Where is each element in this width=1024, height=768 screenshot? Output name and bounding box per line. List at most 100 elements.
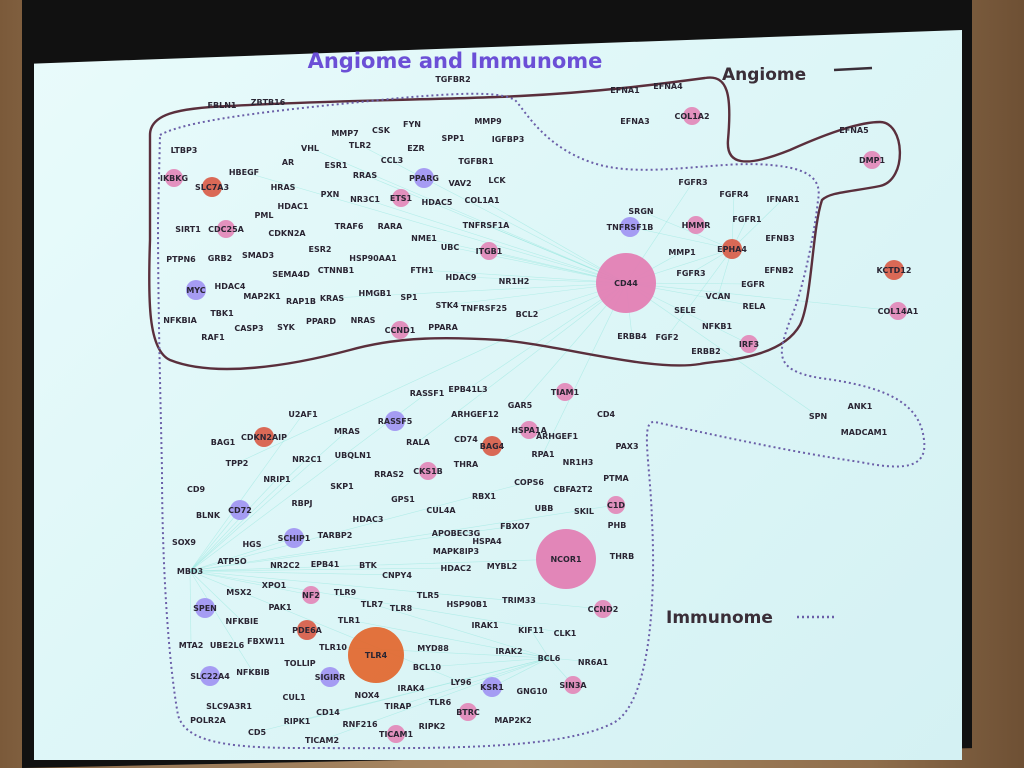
node-label: GRB2 <box>208 254 232 263</box>
node-label: HDAC3 <box>353 515 384 524</box>
node-ccl3: CCL3 <box>381 156 403 165</box>
node-label: PPARD <box>306 317 336 326</box>
node-circle-hmmr <box>687 216 705 234</box>
node-ubqln1: UBQLN1 <box>335 451 372 460</box>
legend-immunome-label: Immunome <box>666 608 773 628</box>
node-gar5: GAR5 <box>508 401 533 410</box>
node-label: PML <box>255 211 274 220</box>
edge-37 <box>189 525 516 572</box>
edge-46 <box>189 570 192 646</box>
node-label: IRAK1 <box>471 621 499 630</box>
node-fgfr3: FGFR3 <box>676 269 705 278</box>
node-label: TNFRSF25 <box>461 304 508 313</box>
node-epb41: EPB41 <box>311 560 340 569</box>
node-nfkbia: NFKBIA <box>163 316 197 325</box>
node-egfr: EGFR <box>741 280 765 289</box>
node-label: SIGIRR <box>315 673 346 682</box>
node-label: RNF216 <box>342 720 377 729</box>
node-map2k1: MAP2K1 <box>243 292 281 301</box>
node-label: HSP90AA1 <box>349 254 397 263</box>
edge-69 <box>666 248 733 338</box>
node-cd9: CD9 <box>187 485 206 494</box>
node-circle-epha4 <box>722 239 742 259</box>
node-traf6: TRAF6 <box>335 222 364 231</box>
node-label: CD72 <box>228 506 252 515</box>
node-label: PPARA <box>428 323 458 332</box>
node-label: RASSF1 <box>410 389 445 398</box>
node-epb41l3: EPB41L3 <box>448 385 487 394</box>
node-ripk1: RIPK1 <box>284 717 311 726</box>
node-label: MAP2K2 <box>494 716 531 725</box>
node-tlr9: TLR9 <box>334 588 357 597</box>
edge-36 <box>189 509 241 572</box>
node-bag4: BAG4 <box>480 436 505 456</box>
node-mmp7: MMP7 <box>331 129 358 138</box>
node-tlr7: TLR7 <box>361 600 383 609</box>
node-label: CTNNB1 <box>318 266 355 275</box>
node-esr1: ESR1 <box>325 161 348 170</box>
node-label: TRIM33 <box>502 596 536 605</box>
node-nr1h3: NR1H3 <box>563 458 594 467</box>
node-label: CBFA2T2 <box>553 485 592 494</box>
node-slc7a3: SLC7A3 <box>195 177 229 197</box>
node-label: BAG1 <box>211 438 236 447</box>
edge-42 <box>189 570 312 596</box>
node-label: FGFR1 <box>732 215 762 224</box>
node-circle-slc7a3 <box>202 177 222 197</box>
node-cul1: CUL1 <box>282 693 305 702</box>
node-cd72: CD72 <box>228 500 252 520</box>
node-label: NCOR1 <box>550 555 582 564</box>
node-label: CLK1 <box>554 629 577 638</box>
node-nras: NRAS <box>351 316 376 325</box>
node-label: GAR5 <box>508 401 533 410</box>
edge-60 <box>256 657 550 733</box>
node-circle-slc22a4 <box>200 666 220 686</box>
edge-55 <box>426 657 550 668</box>
node-rap1b: RAP1B <box>286 297 316 306</box>
node-cops6: COPS6 <box>514 478 544 487</box>
node-smad3: SMAD3 <box>242 251 274 260</box>
node-label: IRF3 <box>739 340 759 349</box>
node-label: STK4 <box>436 301 459 310</box>
edge-38 <box>189 537 295 572</box>
edge-51 <box>530 629 550 659</box>
node-fgfr4: FGFR4 <box>719 190 749 199</box>
node-label: SLC7A3 <box>195 183 229 192</box>
node-circle-tlr4 <box>348 627 404 683</box>
node-fgfr3: FGFR3 <box>678 178 707 187</box>
node-label: SIN3A <box>559 681 587 690</box>
node-label: TBK1 <box>210 309 234 318</box>
node-rnf216: RNF216 <box>342 720 377 729</box>
node-label: AR <box>282 158 294 167</box>
node-tlr5: TLR5 <box>417 591 440 600</box>
node-circle-bag4 <box>482 436 502 456</box>
node-label: BLNK <box>196 511 221 520</box>
node-label: VHL <box>301 144 319 153</box>
node-label: MAPK8IP3 <box>433 547 479 556</box>
immunome-outline <box>156 92 926 750</box>
node-stk4: STK4 <box>436 301 459 310</box>
node-label: RBX1 <box>472 492 496 501</box>
node-circle-tnfrsf1b <box>620 217 640 237</box>
node-circle-ets1 <box>392 189 410 207</box>
node-label: CD14 <box>316 708 340 717</box>
node-myd88: MYD88 <box>417 644 449 653</box>
node-madcam1: MADCAM1 <box>841 428 888 437</box>
node-label: CUL4A <box>426 506 456 515</box>
node-label: HMGB1 <box>359 289 392 298</box>
node-label: SMAD3 <box>242 251 274 260</box>
node-label: MBD3 <box>177 567 203 576</box>
edge-7 <box>423 237 627 284</box>
node-esr2: ESR2 <box>309 245 332 254</box>
node-label: IRAK2 <box>495 647 522 656</box>
node-ksr1: KSR1 <box>480 677 504 697</box>
node-vav2: VAV2 <box>448 179 471 188</box>
node-circle-ksr1 <box>482 677 502 697</box>
node-cdkn2aip: CDKN2AIP <box>241 427 287 447</box>
node-spen: SPEN <box>193 598 217 618</box>
node-tlr10: TLR10 <box>319 643 347 652</box>
node-label: GNG10 <box>517 687 548 696</box>
node-tbk1: TBK1 <box>210 309 234 318</box>
node-itgb1: ITGB1 <box>476 242 503 260</box>
